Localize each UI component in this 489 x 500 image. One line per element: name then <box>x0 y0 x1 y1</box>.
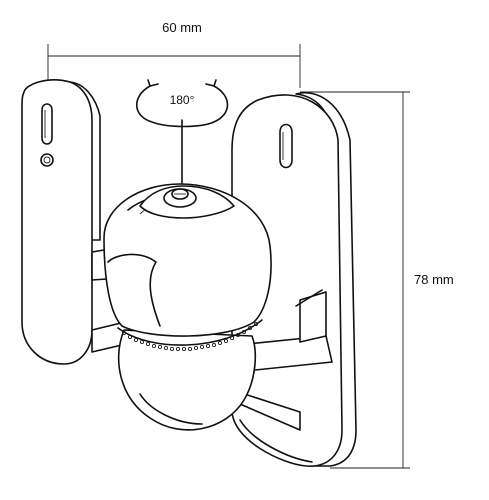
rotation-arrow-head-right <box>205 79 217 87</box>
height-dimension: 78 mm <box>300 91 454 469</box>
ball-sphere <box>117 329 257 431</box>
ball-joint <box>103 183 272 431</box>
height-label: 78 mm <box>414 272 454 287</box>
ball-dome <box>103 183 272 337</box>
wall-plate-slot <box>279 123 293 169</box>
rotation-arrow-head-left <box>147 79 159 87</box>
pivot-screw <box>163 188 197 208</box>
wall-plate <box>231 92 357 467</box>
mount-plate-hole <box>40 153 54 167</box>
rotation-label: 180° <box>170 93 195 107</box>
width-label: 60 mm <box>162 20 202 35</box>
rotation-arrow <box>135 85 229 128</box>
width-dimension: 60 mm <box>47 20 301 88</box>
mount-plate-slot <box>41 103 53 145</box>
rotation-indicator: 180° <box>135 79 229 185</box>
bead-teeth <box>121 321 259 352</box>
